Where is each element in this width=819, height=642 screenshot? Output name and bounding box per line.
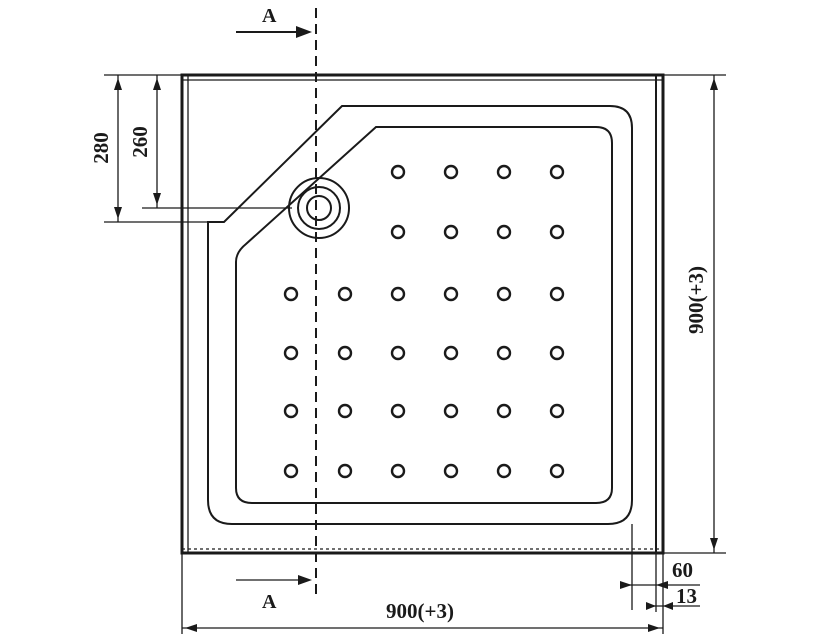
drain-hole	[549, 463, 565, 479]
drain-hole	[283, 403, 299, 419]
drain-hole	[443, 224, 459, 240]
tray-outer-outline	[180, 73, 665, 555]
dimension-overall-width	[181, 553, 664, 634]
dimension-label-rim: 60	[672, 558, 693, 582]
drain-hole	[549, 224, 565, 240]
dimension-label-280: 280	[89, 132, 113, 164]
drain-hole	[496, 345, 512, 361]
drain-hole	[443, 345, 459, 361]
drain-hole	[549, 345, 565, 361]
dimension-label-edge: 13	[676, 584, 697, 608]
drain-hole	[549, 286, 565, 302]
section-arrow-top	[236, 26, 312, 38]
drain-hole	[443, 164, 459, 180]
basin-inner-contour	[235, 126, 613, 504]
dimension-label-260: 260	[128, 126, 152, 158]
drain-hole-grid	[283, 164, 565, 479]
drain-hole	[496, 403, 512, 419]
dimension-drain-offset	[104, 74, 292, 223]
drain-middle-ring	[297, 186, 341, 230]
drain-hole	[337, 345, 353, 361]
drain-hole	[443, 463, 459, 479]
drain-hole	[390, 403, 406, 419]
dimension-overall-height	[663, 74, 726, 554]
section-label-top: A	[262, 5, 277, 27]
drain-hole	[390, 286, 406, 302]
dimension-label-height: 900(+3)	[684, 266, 708, 334]
drain-inner-ring	[306, 195, 332, 221]
drain-hole	[337, 286, 353, 302]
drain	[288, 177, 350, 239]
dimension-rim	[620, 524, 700, 612]
drain-hole	[390, 224, 406, 240]
drain-hole	[443, 286, 459, 302]
section-label-bottom: A	[262, 591, 277, 613]
drain-hole	[549, 164, 565, 180]
drain-hole	[390, 345, 406, 361]
dimension-label-width: 900(+3)	[386, 599, 454, 623]
drain-hole	[283, 286, 299, 302]
drain-hole	[496, 286, 512, 302]
drain-hole	[390, 463, 406, 479]
drain-hole	[390, 164, 406, 180]
drain-hole	[283, 463, 299, 479]
section-arrow-bottom	[236, 575, 312, 585]
drain-hole	[549, 403, 565, 419]
drain-hole	[337, 463, 353, 479]
drain-hole	[443, 403, 459, 419]
drain-hole	[496, 224, 512, 240]
drain-hole	[337, 403, 353, 419]
basin-outer-contour	[207, 105, 633, 525]
drain-hole	[283, 345, 299, 361]
drain-hole	[496, 164, 512, 180]
drain-hole	[496, 463, 512, 479]
